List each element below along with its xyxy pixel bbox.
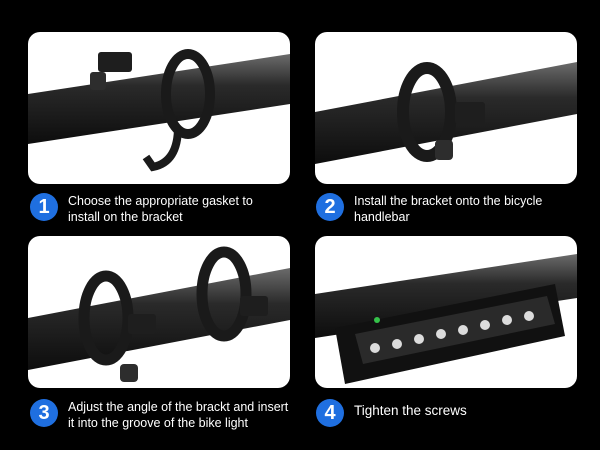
screw-knob (120, 364, 138, 382)
step-3-caption: Adjust the angle of the brackt and inser… (68, 400, 289, 430)
step-3-badge: 3 (30, 399, 58, 427)
bracket-install-illustration (315, 62, 577, 164)
step-2-badge: 2 (316, 193, 344, 221)
step-4-badge: 4 (316, 399, 344, 427)
bracket-mount-right (240, 296, 268, 316)
light-lens (355, 296, 555, 364)
step-4-caption: Tighten the screws (354, 403, 467, 418)
step-3: 3 Adjust the angle of the brackt and ins… (30, 399, 292, 431)
step-1-image (28, 32, 290, 184)
handlebar-tube (315, 254, 577, 338)
gasket-tab (142, 126, 182, 172)
bracket-clamp (98, 52, 132, 72)
power-indicator-icon (374, 317, 380, 323)
gasket-ring (161, 49, 215, 139)
handlebar-gasket-illustration (28, 49, 290, 172)
step-1-badge: 1 (30, 193, 58, 221)
adjust-angle-illustration (28, 246, 290, 382)
step-2-caption: Install the bracket onto the bicycle han… (354, 194, 543, 224)
step-2-image (315, 32, 577, 184)
step-1-caption: Choose the appropriate gasket to install… (68, 194, 253, 224)
step-3-image (28, 236, 290, 388)
bracket-mount (455, 102, 485, 124)
handlebar-tube (28, 54, 290, 144)
step-1: 1 Choose the appropriate gasket to insta… (30, 193, 280, 225)
bike-light-illustration (315, 254, 577, 384)
screw-knob (435, 140, 453, 160)
led-array (370, 311, 534, 353)
bracket-ring (397, 62, 457, 162)
step-4-image (315, 236, 577, 388)
bracket-ring-right (196, 246, 252, 342)
step-2: 2 Install the bracket onto the bicycle h… (316, 193, 576, 225)
screw-knob (90, 72, 106, 90)
step-4: 4 Tighten the screws (316, 399, 576, 427)
bracket-mount-left (128, 314, 156, 334)
